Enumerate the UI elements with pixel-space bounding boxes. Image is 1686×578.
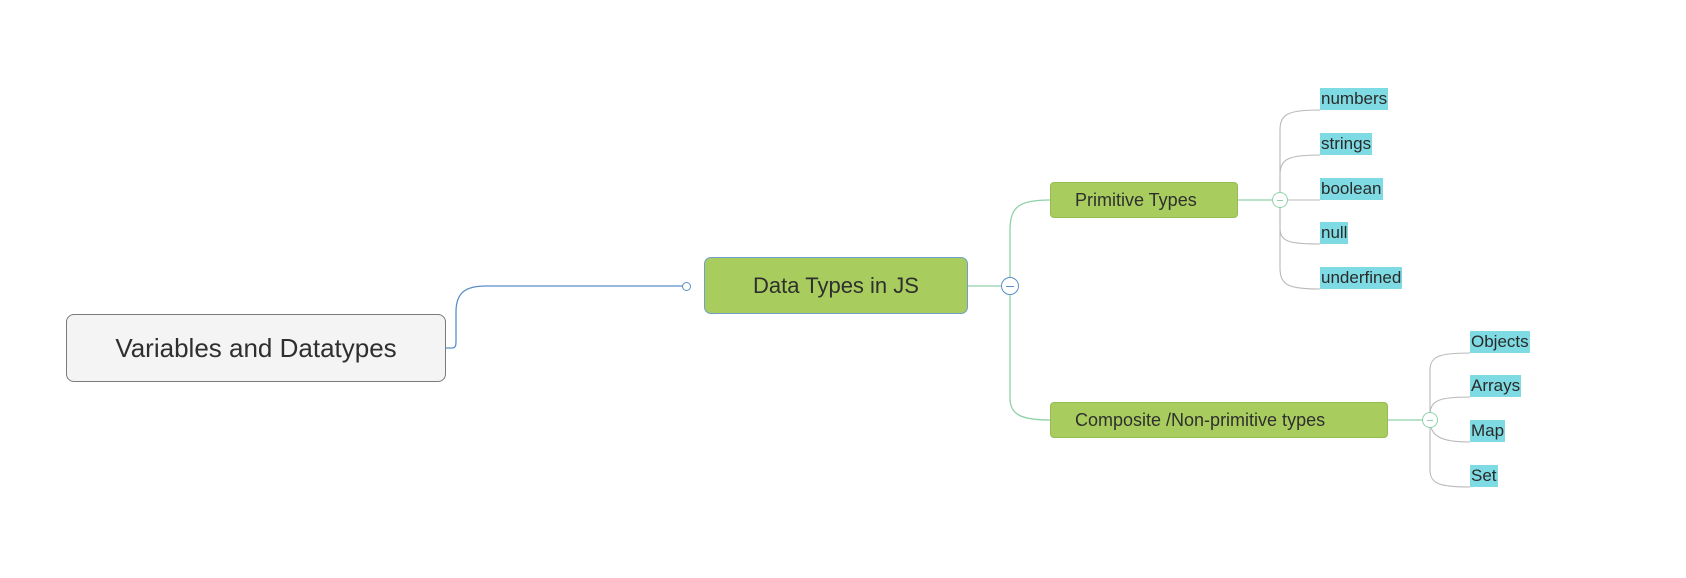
main-topic[interactable]: Data Types in JS bbox=[704, 257, 968, 314]
root-topic[interactable]: Variables and Datatypes bbox=[66, 314, 446, 382]
connector-leaf-objects bbox=[1429, 352, 1471, 420]
connector-leaf-numbers bbox=[1279, 109, 1321, 200]
subtopic-label: Primitive Types bbox=[1075, 189, 1197, 210]
leaf-topic[interactable]: strings bbox=[1320, 133, 1373, 155]
subtopic-label: Composite /Non-primitive types bbox=[1075, 409, 1326, 430]
connector-root-to-main bbox=[446, 285, 686, 349]
main-topic-label: Data Types in JS bbox=[753, 272, 919, 298]
connector-leaf-underfined bbox=[1279, 200, 1321, 290]
leaf-topic[interactable]: Objects bbox=[1470, 331, 1530, 353]
leaf-topic[interactable]: boolean bbox=[1320, 178, 1383, 200]
connector-leaf-null bbox=[1279, 200, 1321, 245]
collapse-toggle-main[interactable] bbox=[1001, 277, 1019, 295]
collapse-toggle-composite[interactable] bbox=[1422, 412, 1438, 428]
connector-hub-to-primitive bbox=[1009, 199, 1051, 286]
connector-leaf-strings bbox=[1279, 154, 1321, 200]
root-topic-label: Variables and Datatypes bbox=[115, 332, 397, 363]
connector-leaf-set bbox=[1429, 420, 1471, 488]
subtopic-primitive-types[interactable]: Primitive Types bbox=[1050, 182, 1238, 218]
subtopic-composite-types[interactable]: Composite /Non-primitive types bbox=[1050, 402, 1388, 438]
connector-hub-to-composite bbox=[1009, 286, 1051, 421]
leaf-topic[interactable]: numbers bbox=[1320, 88, 1389, 110]
leaf-topic[interactable]: Set bbox=[1470, 465, 1498, 487]
leaf-topic[interactable]: Arrays bbox=[1470, 375, 1522, 397]
leaf-topic[interactable]: Map bbox=[1470, 420, 1506, 442]
connector-handle-dot[interactable] bbox=[682, 282, 691, 291]
leaf-topic[interactable]: null bbox=[1320, 222, 1349, 244]
collapse-toggle-primitive[interactable] bbox=[1272, 192, 1288, 208]
leaf-topic[interactable]: underfined bbox=[1320, 267, 1403, 289]
